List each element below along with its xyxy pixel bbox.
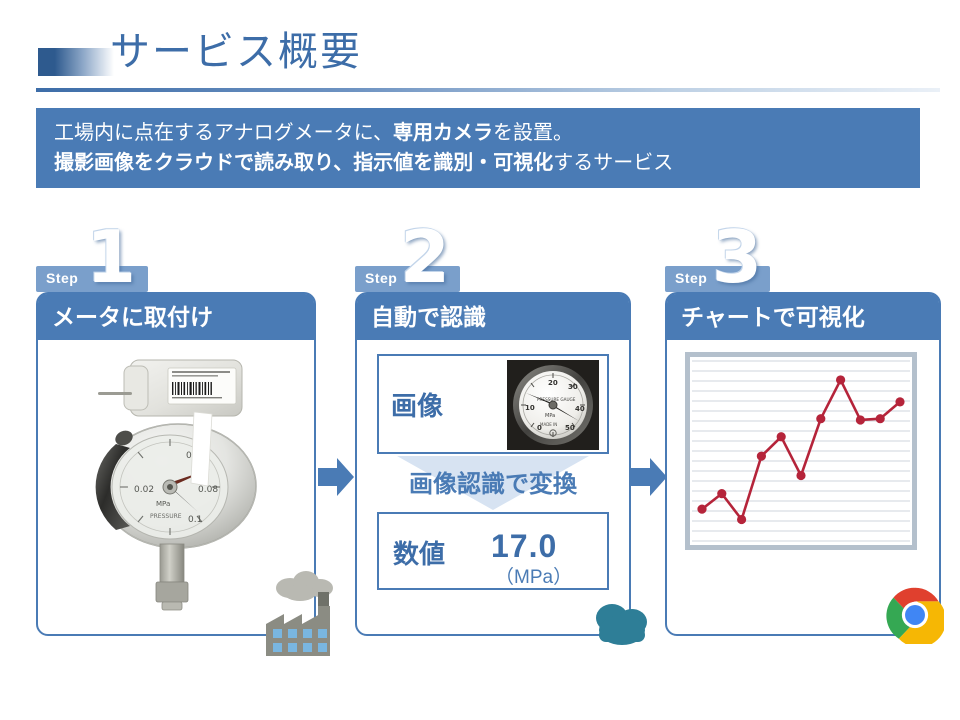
arrow-right-icon-2: [631, 458, 667, 496]
title-accent-bar: [38, 48, 114, 76]
step-card-3-body: [667, 340, 939, 634]
step-badge-1: Step: [36, 266, 148, 292]
subtitle-line1-emphasis: 専用カメラ: [393, 122, 493, 144]
conversion-label: 画像認識で変換: [409, 471, 577, 498]
subtitle-line-2: 撮影画像をクラウドで読み取り、指示値を識別・可視化するサービス: [54, 148, 920, 178]
pressure-gauge-photo: 0.06 0.08 0.02 0.1 MPa PRESSURE: [95, 359, 257, 611]
title-underline: [36, 88, 940, 92]
cloud-icon: [596, 604, 647, 645]
subtitle-line2-emphasis: 撮影画像をクラウドで読み取り、指示値を識別・可視化: [54, 152, 554, 174]
step-badge-2: Step: [355, 266, 460, 292]
conversion-indicator: 画像認識で変換: [367, 456, 619, 512]
gauge-thumbnail-photo: 20 30 40 50 0 10 PRESSURE GAUGE MPa MADE…: [507, 360, 599, 450]
chart-gridlines: [692, 360, 910, 542]
subtitle-line1-part2: を設置。: [493, 122, 573, 144]
svg-text:PRESSURE: PRESSURE: [150, 513, 182, 520]
svg-text:50: 50: [565, 424, 575, 432]
subtitle-line2-part2: するサービス: [553, 152, 674, 174]
step-card-2-title: 自動で認識: [357, 294, 629, 340]
step-card-3[interactable]: チャートで可視化: [665, 292, 941, 636]
recognized-value-box: 数値 17.0 （MPa）: [377, 512, 609, 590]
step-badge-3: Step: [665, 266, 770, 292]
down-arrow-shape: [397, 456, 589, 510]
step-card-1-title: メータに取付け: [38, 294, 314, 340]
factory-icon: [266, 571, 333, 656]
svg-text:30: 30: [568, 383, 578, 391]
arrow-right-icon-1: [318, 458, 354, 496]
captured-image-label: 画像: [391, 391, 444, 421]
step-number-1: 1: [86, 215, 137, 299]
svg-text:MPa: MPa: [545, 413, 555, 419]
value-label: 数値: [393, 539, 446, 569]
svg-text:20: 20: [548, 379, 558, 387]
svg-text:0: 0: [537, 424, 542, 432]
step-card-3-title: チャートで可視化: [667, 294, 939, 340]
chart-series: [697, 375, 905, 525]
step-label-2: Step: [365, 270, 398, 286]
slide-title-block: サービス概要: [0, 0, 960, 100]
page-title: サービス概要: [110, 30, 362, 74]
trend-chart[interactable]: [685, 352, 917, 550]
captured-image-box: 画像: [377, 354, 609, 454]
svg-text:0.02: 0.02: [134, 485, 154, 495]
value-number: 17.0: [491, 528, 558, 564]
subtitle-line1-part1: 工場内に点在するアナログメータに、: [54, 122, 393, 144]
chrome-icon[interactable]: [886, 586, 944, 644]
step-number-3: 3: [712, 215, 763, 299]
value-unit: （MPa）: [495, 567, 573, 588]
step-card-1[interactable]: メータに取付け: [36, 292, 316, 636]
svg-text:MPa: MPa: [156, 500, 170, 508]
svg-text:0.1: 0.1: [188, 515, 202, 525]
svg-text:40: 40: [575, 405, 585, 413]
step-card-2[interactable]: 自動で認識 画像: [355, 292, 631, 636]
step-card-2-body: 画像: [357, 340, 629, 634]
subtitle-line-1: 工場内に点在するアナログメータに、専用カメラを設置。: [54, 118, 920, 148]
step-card-1-body: 0.06 0.08 0.02 0.1 MPa PRESSURE: [38, 340, 314, 634]
svg-text:0.08: 0.08: [198, 485, 218, 495]
svg-text:10: 10: [525, 404, 535, 412]
step-label-3: Step: [675, 270, 708, 286]
svg-text:PRESSURE GAUGE: PRESSURE GAUGE: [537, 397, 576, 402]
step-label-1: Step: [46, 270, 79, 286]
svg-text:MADE IN: MADE IN: [540, 422, 557, 427]
step-number-2: 2: [400, 215, 451, 299]
subtitle-banner: 工場内に点在するアナログメータに、専用カメラを設置。 撮影画像をクラウドで読み取…: [36, 108, 920, 188]
